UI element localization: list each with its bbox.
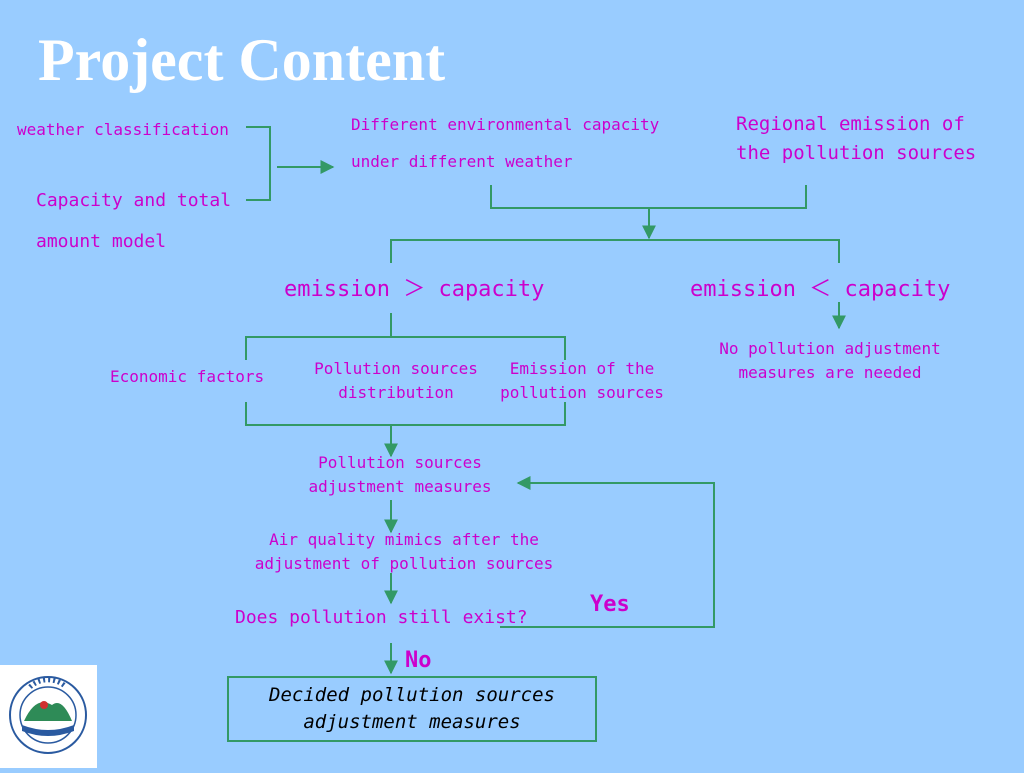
emission-of-sources-line-1: Emission of the bbox=[509, 359, 655, 378]
logo bbox=[0, 665, 97, 768]
adjustment-measures-line-1: Pollution sources bbox=[318, 453, 482, 472]
no-adjustment-line-2: measures are needed bbox=[738, 363, 922, 382]
weather-classification-node: weather classification bbox=[17, 120, 229, 139]
env-capacity-node: Different environmental capacity under d… bbox=[351, 117, 659, 170]
regional-emission-line-1: Regional emission of bbox=[736, 113, 965, 135]
capacity-model-node: Capacity and total amount model bbox=[36, 192, 231, 251]
emission-gt-capacity: emission ＞ capacity bbox=[284, 277, 545, 302]
final-line-1: Decided pollution sources bbox=[269, 684, 555, 706]
capacity-model-line-2: amount model bbox=[36, 231, 167, 252]
bracket-factors-bottom bbox=[245, 402, 566, 426]
join-capacity-emission bbox=[490, 185, 807, 209]
air-quality-line-1: Air quality mimics after the bbox=[269, 530, 539, 549]
bracket-inputs bbox=[246, 126, 271, 201]
yes-loop bbox=[500, 476, 715, 628]
economic-factors-node: Economic factors bbox=[110, 367, 265, 386]
regional-emission-line-2: the pollution sources bbox=[736, 142, 977, 164]
environmental-monitoring-center-seal-icon bbox=[9, 676, 87, 754]
no-label: No bbox=[405, 648, 432, 673]
emission-of-sources-node: Emission of the pollution sources bbox=[494, 361, 670, 401]
question-node: Does pollution still exist? bbox=[235, 607, 528, 628]
yes-label: Yes bbox=[590, 592, 630, 617]
capacity-model-line-1: Capacity and total bbox=[36, 190, 232, 211]
pollution-distribution-line-1: Pollution sources bbox=[314, 359, 478, 378]
pollution-distribution-node: Pollution sources distribution bbox=[309, 361, 483, 401]
adjustment-measures-node: Pollution sources adjustment measures bbox=[300, 455, 500, 495]
page-title: Project Content bbox=[38, 27, 446, 93]
air-quality-line-2: adjustment of pollution sources bbox=[254, 554, 554, 573]
final-line-2: adjustment measures bbox=[303, 711, 521, 733]
final-decision-box: Decided pollution sources adjustment mea… bbox=[227, 676, 597, 742]
no-adjustment-node: No pollution adjustment measures are nee… bbox=[712, 341, 948, 381]
bracket-factors-top bbox=[245, 336, 566, 360]
emission-lt-capacity: emission ＜ capacity bbox=[690, 277, 951, 302]
regional-emission-node: Regional emission of the pollution sourc… bbox=[736, 115, 976, 163]
env-capacity-line-1: Different environmental capacity bbox=[351, 115, 660, 134]
adjustment-measures-line-2: adjustment measures bbox=[308, 477, 492, 496]
air-quality-node: Air quality mimics after the adjustment … bbox=[244, 532, 564, 572]
no-adjustment-line-1: No pollution adjustment bbox=[719, 339, 941, 358]
emission-of-sources-line-2: pollution sources bbox=[500, 383, 664, 402]
branch-line bbox=[390, 239, 840, 263]
pollution-distribution-line-2: distribution bbox=[338, 383, 454, 402]
env-capacity-line-2: under different weather bbox=[351, 152, 573, 171]
